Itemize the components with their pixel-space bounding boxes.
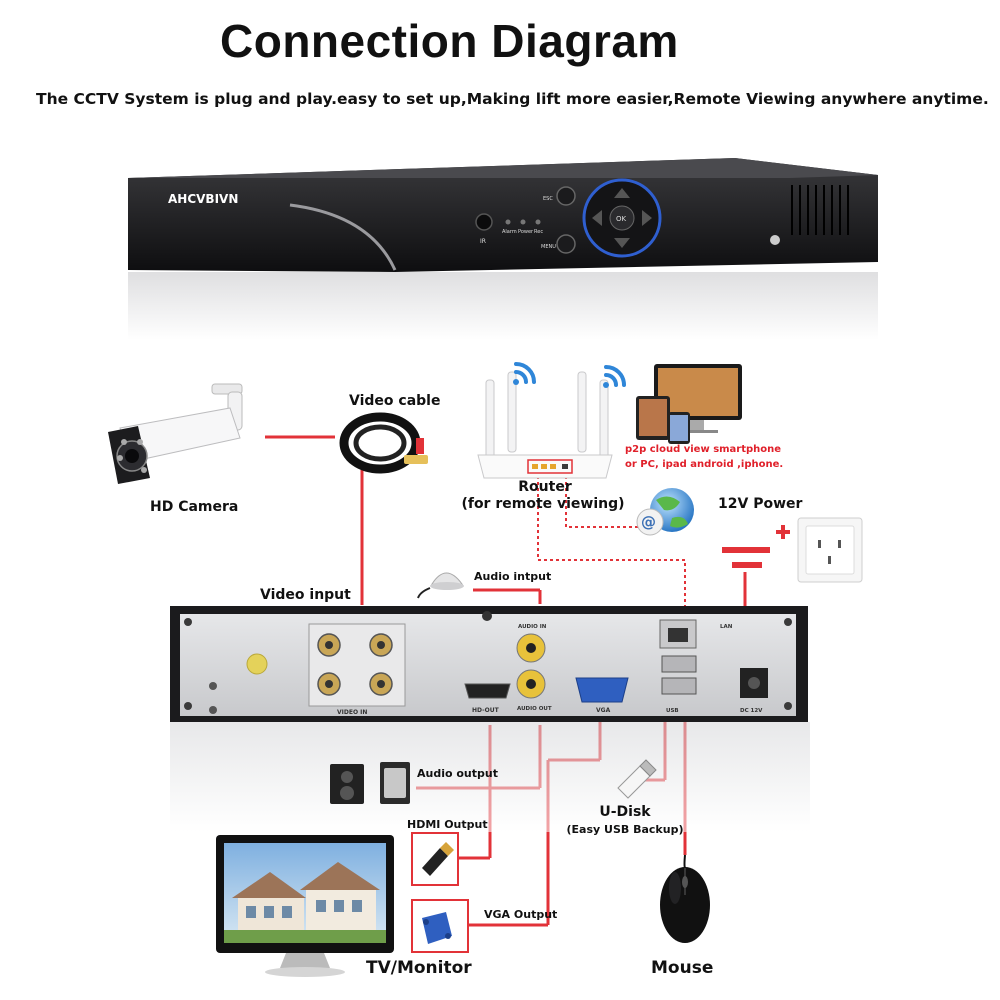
page-subtitle: The CCTV System is plug and play.easy to…	[36, 90, 989, 108]
wifi-icon	[513, 362, 536, 385]
hd-camera-illustration	[108, 383, 243, 484]
tv-monitor-illustration	[216, 835, 394, 977]
port-label-hd-out: HD-OUT	[472, 707, 500, 714]
port-label-video-in: VIDEO IN	[337, 709, 367, 716]
port-label-vga: VGA	[596, 707, 611, 714]
wifi-icon	[603, 365, 626, 388]
label-p2p-note-1: p2p cloud view smartphone	[625, 444, 782, 455]
page-title: Connection Diagram	[220, 15, 679, 67]
label-audio-output: Audio output	[417, 767, 498, 780]
network-dotted-lines	[537, 470, 686, 606]
wall-socket-illustration	[797, 517, 863, 583]
label-u-disk: U-Disk	[599, 804, 651, 820]
dvr-back-panel	[170, 606, 810, 832]
label-vga-output: VGA Output	[484, 908, 558, 921]
dvr-led-rec-label: Rec	[534, 229, 543, 235]
hdmi-cable-icon	[411, 832, 459, 886]
dvr-esc-label: ESC	[543, 196, 553, 202]
port-label-audio-out: AUDIO OUT	[517, 706, 552, 712]
label-tv-monitor: TV/Monitor	[366, 958, 472, 978]
label-hd-camera: HD Camera	[150, 499, 239, 515]
video-cable-coil	[339, 412, 428, 474]
port-label-audio-in: AUDIO IN	[518, 624, 547, 630]
dvr-ok-label: OK	[616, 215, 627, 223]
port-label-lan: LAN	[720, 624, 733, 630]
label-hdmi-output: HDMI Output	[407, 818, 488, 831]
port-label-dc: DC 12V	[740, 708, 763, 714]
svg-text:@: @	[641, 513, 656, 531]
microphone-illustration	[417, 572, 464, 599]
label-router: Router	[518, 479, 572, 495]
label-video-input: Video input	[260, 587, 351, 603]
dvr-ir-label: IR	[480, 238, 486, 245]
label-mouse: Mouse	[651, 958, 714, 978]
dvr-led-alarm-label: Alarm	[502, 229, 517, 235]
router-illustration	[477, 371, 613, 479]
power-symbol	[722, 525, 790, 568]
remote-devices-illustration	[636, 364, 742, 444]
dvr-menu-label: MENU	[541, 244, 556, 250]
dvr-front-unit	[128, 158, 878, 340]
vga-cable-icon	[411, 899, 469, 953]
label-u-disk-note: (Easy USB Backup)	[566, 823, 684, 836]
mouse-illustration	[660, 854, 710, 943]
dvr-brand: AHCVBIVN	[168, 192, 238, 206]
label-router-note: (for remote viewing)	[461, 496, 625, 512]
dvr-led-power-label: Power	[518, 229, 534, 235]
label-12v-power: 12V Power	[718, 496, 803, 512]
label-p2p-note-2: or PC, ipad android ,iphone.	[625, 459, 784, 470]
label-audio-input: Audio intput	[474, 570, 552, 583]
speakers-illustration	[330, 762, 410, 804]
port-label-usb: USB	[666, 708, 679, 714]
usb-disk-illustration	[617, 759, 657, 799]
internet-globe-icon: @	[636, 488, 694, 536]
label-video-cable: Video cable	[349, 393, 441, 409]
